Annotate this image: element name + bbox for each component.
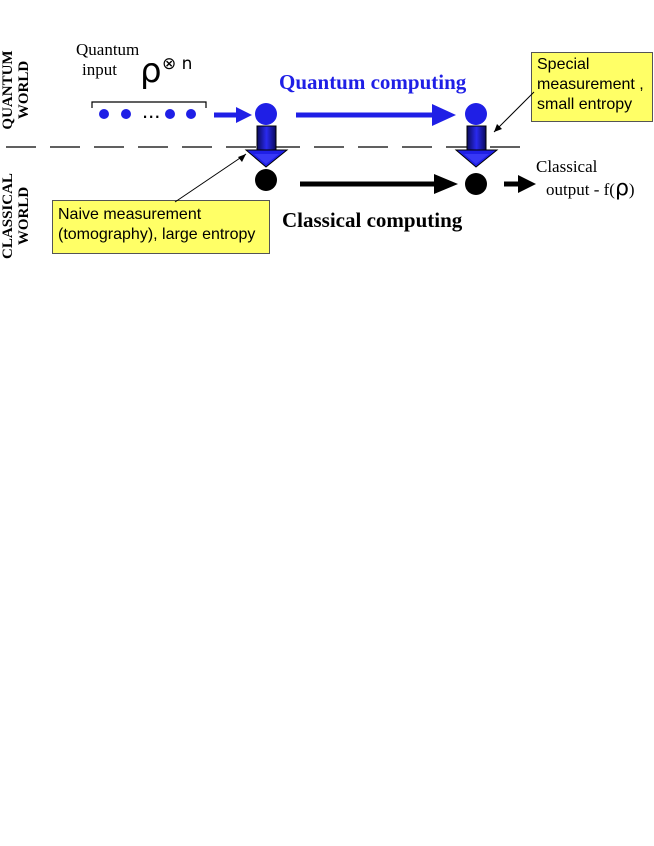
- special-callout-pointer: [493, 91, 535, 133]
- quantum-computing-label: Quantum computing: [279, 70, 467, 94]
- special-callout-line2: measurement ,: [537, 76, 644, 93]
- input-state-symbol: ρ: [140, 51, 162, 91]
- output-arrow: [504, 175, 536, 193]
- input-dot: [121, 109, 131, 119]
- input-ellipsis: ...: [142, 100, 160, 122]
- quantum-input-label-line2: input: [82, 60, 117, 79]
- input-tensor-power: ⊗ n: [162, 54, 192, 74]
- tensor-power-text: ⊗ n: [162, 54, 193, 74]
- quantum-input-label: Quantum input: [76, 40, 139, 80]
- input-state-rho: ρ: [140, 54, 162, 88]
- quantum-node-end: [465, 103, 487, 125]
- quantum-computing-arrow: [296, 104, 456, 126]
- quantum-node-start: [255, 103, 277, 125]
- quantum-input-label-line1: Quantum: [76, 40, 140, 59]
- classical-computing-arrow: [300, 174, 458, 194]
- output-rho: ρ: [614, 176, 629, 201]
- naive-callout-line2: (tomography), large entropy: [58, 226, 256, 243]
- special-measurement-callout: Special measurement , small entropy: [531, 52, 653, 122]
- ellipsis-text: ...: [142, 98, 161, 123]
- special-callout-line1: Special: [537, 56, 590, 73]
- output-prefix: output - f(: [546, 180, 615, 199]
- input-arrow: [214, 107, 252, 123]
- special-callout-line3: small entropy: [537, 96, 633, 113]
- classical-output-label: Classical output - f(ρ): [536, 156, 635, 201]
- classical-output-line2: output - f(ρ): [536, 178, 635, 201]
- classical-node-start: [255, 169, 277, 191]
- classical-computing-label: Classical computing: [282, 208, 463, 232]
- input-dot: [186, 109, 196, 119]
- naive-callout-pointer: [174, 153, 247, 203]
- input-bracket: [91, 101, 207, 108]
- special-measurement-arrow: [454, 125, 499, 168]
- input-dot: [165, 109, 175, 119]
- naive-measurement-arrow: [244, 125, 289, 168]
- special-callout-pointer-head: [494, 124, 502, 132]
- naive-measurement-callout: Naive measurement (tomography), large en…: [52, 200, 270, 254]
- input-dot: [99, 109, 109, 119]
- naive-callout-pointer-head: [238, 154, 246, 162]
- naive-callout-line1: Naive measurement: [58, 206, 202, 223]
- classical-node-end: [465, 173, 487, 195]
- classical-output-line1: Classical: [536, 157, 598, 176]
- output-suffix: ): [628, 180, 635, 199]
